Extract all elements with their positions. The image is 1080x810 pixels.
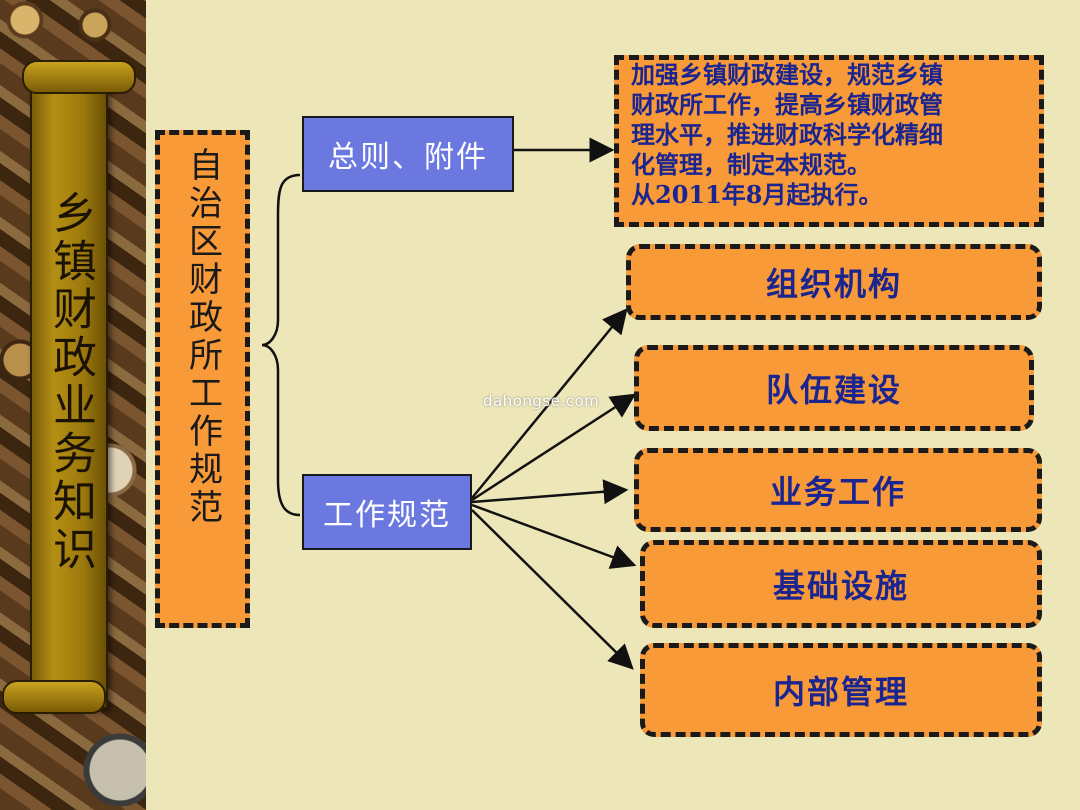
branch-general-label: 总则、附件 <box>328 140 488 175</box>
item-label: 基础设施 <box>772 567 909 605</box>
note-line: 加强乡镇财政建设，规范乡镇 <box>631 60 943 89</box>
scroll-banner <box>30 70 108 709</box>
branch-work-label: 工作规范 <box>323 498 451 533</box>
side-title: 乡镇财政业务知识 <box>45 190 96 574</box>
arrow-to-item-3 <box>471 479 629 505</box>
item-label: 内部管理 <box>772 673 909 711</box>
note-line: 财政所工作，提高乡镇财政管 <box>631 90 943 119</box>
main-node-label: 自治区财政所工作规范 <box>182 147 223 527</box>
scroll-bottom-cap <box>2 680 106 714</box>
scroll-top-cap <box>22 60 136 94</box>
arrow-to-item-5 <box>471 509 634 670</box>
note-line: 从2011年8月起执行。 <box>631 180 883 209</box>
branch-general: 总则、附件 <box>302 116 514 192</box>
item-label: 组织机构 <box>765 265 902 303</box>
item-box: 队伍建设 <box>634 345 1034 431</box>
note-line: 理水平，推进财政科学化精细 <box>631 120 943 149</box>
arrow-to-item-4 <box>471 503 637 569</box>
description-note: 加强乡镇财政建设，规范乡镇 财政所工作，提高乡镇财政管 理水平，推进财政科学化精… <box>614 55 1044 227</box>
item-box: 业务工作 <box>634 448 1042 532</box>
item-label: 队伍建设 <box>765 371 902 409</box>
watermark-text: dahongse.com <box>483 392 600 410</box>
item-box: 基础设施 <box>640 540 1042 628</box>
item-label: 业务工作 <box>769 473 906 511</box>
branch-work: 工作规范 <box>302 474 472 550</box>
note-line: 化管理，制定本规范。 <box>631 150 871 179</box>
arrow-to-item-2 <box>471 393 637 502</box>
item-box: 组织机构 <box>626 244 1042 320</box>
item-box: 内部管理 <box>640 643 1042 737</box>
main-node: 自治区财政所工作规范 <box>155 130 250 628</box>
brace-connector <box>261 173 301 517</box>
